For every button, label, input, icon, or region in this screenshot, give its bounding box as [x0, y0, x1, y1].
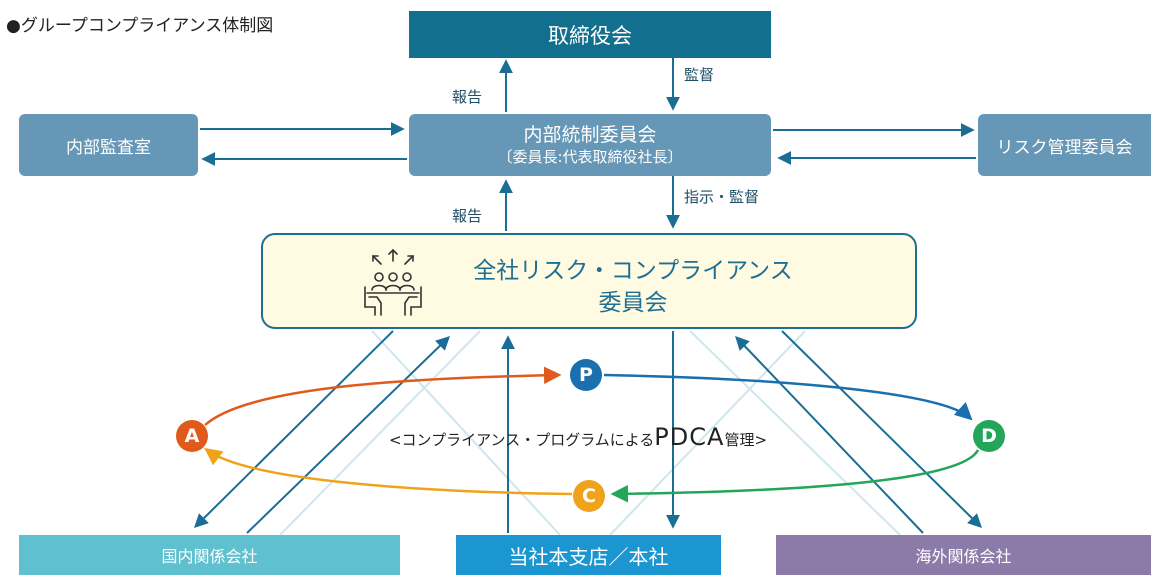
headquarters-box: 当社本支店／本社 — [456, 535, 721, 575]
board-of-directors-box: 取締役会 — [409, 11, 771, 58]
arrow-committee-to-overseas — [781, 330, 982, 528]
internal-control-committee-chair: 〔委員長:代表取締役社長〕 — [497, 147, 683, 166]
domestic-affiliates-box: 国内関係会社 — [19, 535, 400, 575]
overseas-affiliates-box: 海外関係会社 — [776, 535, 1151, 575]
arrow-overseas-to-committee — [735, 335, 924, 534]
risk-compliance-committee-box: 全社リスク・コンプライアンス 委員会 — [261, 233, 917, 329]
arrow-a-to-p — [204, 366, 562, 426]
direct-supervise-label: 指示・監督 — [684, 188, 760, 206]
supervise-label: 監督 — [684, 66, 715, 84]
internal-audit-box: 内部監査室 — [19, 114, 198, 176]
arrow-p-to-d — [603, 373, 973, 421]
report-label-top: 報告 — [452, 88, 483, 106]
report-label-mid: 報告 — [452, 207, 483, 225]
pdca-check-node: C — [573, 480, 605, 512]
pdca-act-node: A — [176, 420, 208, 452]
pdca-plan-node: P — [570, 359, 602, 391]
pdca-caption-suffix: 管理> — [724, 431, 768, 449]
committee-title-line2: 委員会 — [598, 290, 668, 317]
committee-title-line1: 全社リスク・コンプライアンス — [473, 258, 793, 284]
internal-control-committee-title: 内部統制委員会 — [523, 123, 657, 146]
risk-compliance-committee-label: 全社リスク・コンプライアンス 委員会 — [443, 255, 823, 319]
pdca-do-node: D — [973, 420, 1005, 452]
page-title: ●グループコンプライアンス体制図 — [6, 16, 274, 36]
arrow-domestic-to-committee — [246, 336, 451, 534]
arrow-c-to-a — [204, 447, 573, 496]
pdca-caption-main: PDCA — [654, 423, 725, 451]
risk-management-committee-box: リスク管理委員会 — [978, 114, 1151, 176]
pdca-caption-prefix: <コンプライアンス・プログラムによる — [388, 431, 655, 449]
arrow-d-to-c — [610, 449, 980, 503]
meeting-people-icon — [364, 248, 422, 316]
arrow-committee-to-domestic — [194, 330, 394, 528]
internal-control-committee-box: 内部統制委員会 〔委員長:代表取締役社長〕 — [409, 114, 771, 176]
pdca-caption: <コンプライアンス・プログラムによるPDCA管理> — [338, 423, 818, 451]
